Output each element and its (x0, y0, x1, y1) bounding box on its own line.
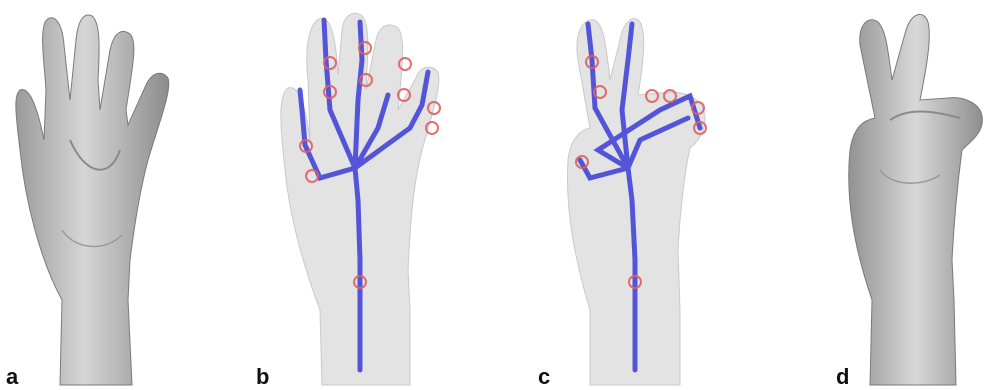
hand-point-cloud-open (260, 0, 470, 390)
panel-c: c (540, 0, 740, 390)
panel-label: b (256, 366, 269, 388)
hand-point-cloud-victory (540, 0, 740, 390)
hand-mesh-open (0, 0, 200, 390)
panel-label: c (538, 366, 550, 388)
panel-a: a (0, 0, 200, 390)
hand-mesh-victory (830, 0, 987, 390)
panel-b: b (260, 0, 470, 390)
panel-label: d (836, 366, 849, 388)
panel-label: a (6, 366, 18, 388)
panel-d: d (830, 0, 987, 390)
